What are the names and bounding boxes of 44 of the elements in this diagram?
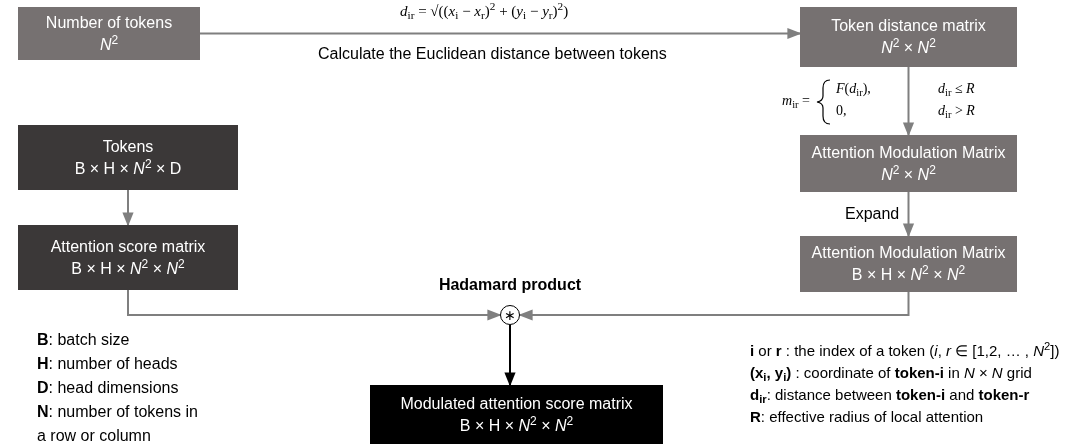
formula: d$_{ir}$ = √((x$_{i}$ − x$_{r}$)$^{2}$ + (y$_{i}$ − y$_{r}$)$^{2}$) bbox=[400, 0, 569, 23]
box-title: Number of tokens bbox=[45, 12, 173, 33]
legend-note: D: head dimensions bbox=[37, 378, 179, 398]
matrix-box bbox=[800, 7, 1017, 67]
matrix-box bbox=[18, 7, 200, 60]
box-title: Attention Modulation Matrix bbox=[811, 243, 1006, 263]
matrix-box bbox=[800, 135, 1017, 192]
matrix-box bbox=[18, 225, 238, 290]
arrow bbox=[504, 324, 516, 387]
box-title: Attention score matrix bbox=[50, 236, 206, 257]
arrow bbox=[902, 191, 915, 238]
dimension-text: B × H × N$^{2}$ × D bbox=[74, 157, 182, 179]
arrow bbox=[199, 27, 802, 40]
dimension-text: N$^{2}$ × N$^{2}$ bbox=[881, 37, 936, 58]
dimension-text: B × H × N$^{2}$ × N$^{2}$ bbox=[459, 414, 574, 436]
legend-note: N: number of tokens in a row or column bbox=[37, 402, 199, 444]
arrow bbox=[127, 289, 502, 321]
arrow bbox=[518, 291, 910, 321]
box-title: Attention Modulation Matrix bbox=[811, 142, 1006, 163]
matrix-box bbox=[370, 385, 663, 444]
dimension-text: B × H × N$^{2}$ × N$^{2}$ bbox=[71, 257, 185, 279]
dimension-text: N$^{2}$ × N$^{2}$ bbox=[881, 163, 936, 185]
formula: d$_{ir}$ ≤ R bbox=[938, 80, 975, 99]
matrix-box bbox=[18, 125, 238, 190]
legend-note: B: batch size bbox=[37, 330, 130, 350]
formula: 0, bbox=[836, 102, 847, 120]
legend-note: R: effective radius of local attention bbox=[750, 407, 984, 427]
formula: m$_{ir}$ = bbox=[782, 92, 810, 111]
dimension-text: N$^{2}$ bbox=[99, 33, 119, 55]
box-title: Modulated attention score matrix bbox=[400, 393, 633, 414]
formula: F(d$_{ir}$), bbox=[836, 80, 871, 99]
box-title: Token distance matrix bbox=[831, 16, 986, 36]
operator-caption: Hadamard product bbox=[438, 275, 582, 295]
formula: d$_{ir}$ > R bbox=[938, 102, 975, 121]
dimension-text: B × H × N$^{2}$ × N$^{2}$ bbox=[851, 264, 966, 285]
legend-note: i or r : the index of a token (i, r ∈ [1,2, … , N$^{2}$]) bbox=[750, 340, 1060, 361]
arrow bbox=[902, 66, 915, 137]
legend-note: H: number of heads bbox=[37, 354, 178, 374]
legend-note: d$_{ir}$: distance between token-i and token-r bbox=[750, 385, 1030, 407]
matrix-box bbox=[800, 236, 1017, 292]
box-title: Tokens bbox=[102, 136, 154, 157]
hadamard-operator: ∗ bbox=[500, 305, 520, 325]
arrow bbox=[122, 189, 134, 227]
legend-note: (x$_{i}$, y$_{i}$) : coordinate of token-i in N × N grid bbox=[750, 363, 1032, 385]
